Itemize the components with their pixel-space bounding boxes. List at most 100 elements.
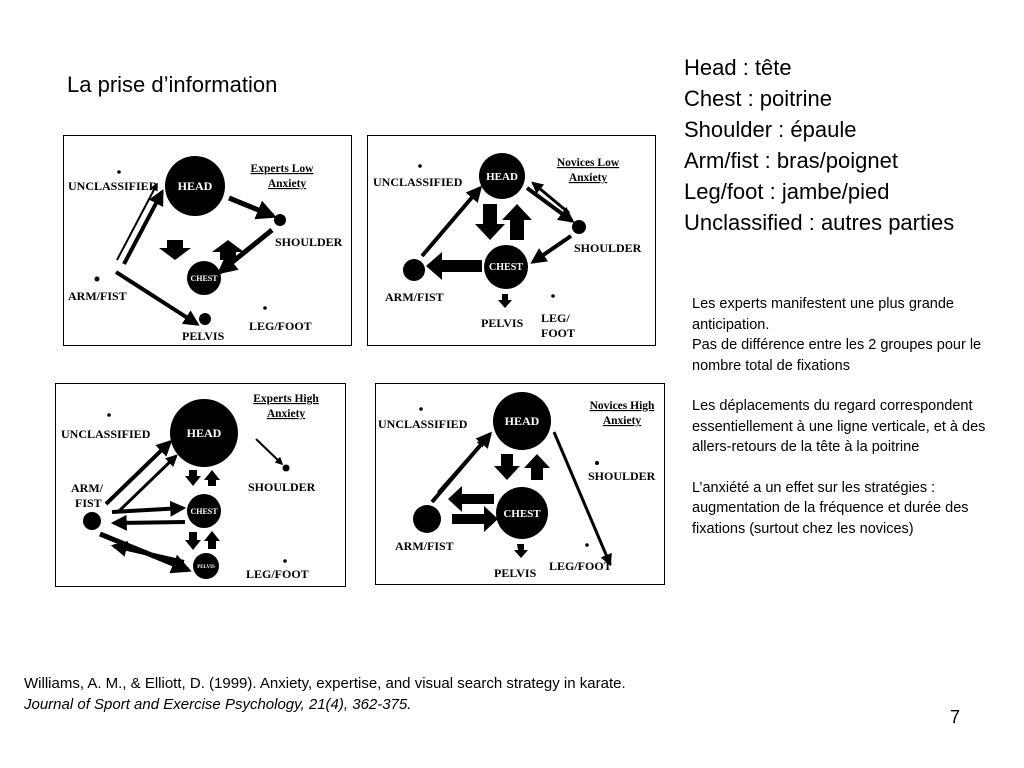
citation-authors: Williams, A. M., & Elliott, D. (1999). A… — [24, 675, 626, 692]
arm-fist-node — [403, 259, 425, 281]
arrow-to-head-1 — [122, 189, 164, 265]
shoulder-node — [282, 464, 290, 472]
leg-foot-dot — [263, 306, 267, 310]
leg-foot-dot — [551, 294, 555, 298]
head-node-label: HEAD — [178, 179, 213, 193]
chest-node — [484, 245, 528, 289]
citation: Williams, A. M., & Elliott, D. (1999). A… — [24, 673, 674, 715]
slide-title: La prise d’information — [67, 72, 278, 97]
diagram-title: Novices High — [590, 400, 655, 412]
arrow-arm-to-head-1 — [104, 439, 173, 506]
legend-item: Shoulder : épaule — [684, 117, 857, 142]
label-arm-fist: ARM/FIST — [395, 539, 454, 553]
diagram-experts-high-anxiety: Experts High Anxiety UNCLASSIFIED HEAD S… — [55, 383, 346, 587]
diagram-novices-low-anxiety: Novices Low Anxiety UNCLASSIFIED HEAD SH… — [367, 135, 656, 346]
label-shoulder: SHOULDER — [588, 469, 656, 483]
label-leg-foot: LEG/ — [541, 311, 570, 325]
diagram-novices-high-anxiety: Novices High Anxiety UNCLASSIFIED HEAD S… — [375, 383, 665, 585]
legend-item: Unclassified : autres parties — [684, 210, 955, 235]
label-shoulder: SHOULDER — [248, 480, 316, 494]
legend-item: Head : tête — [684, 55, 792, 80]
chest-node — [187, 261, 221, 295]
arrow-head-to-chest — [185, 470, 201, 486]
diagram-experts-low-anxiety: Experts Low Anxiety UNCLASSIFIED HEAD SH… — [63, 135, 352, 346]
note-paragraph: Les déplacements du regard correspondent… — [692, 398, 986, 455]
label-leg-foot: FOOT — [541, 326, 575, 340]
arrow-arm-to-head-2 — [437, 438, 486, 493]
chest-node-label: CHEST — [489, 262, 523, 273]
arrow-head-to-chest — [475, 204, 505, 240]
arrow-arm-to-head — [420, 185, 483, 258]
chest-node — [187, 494, 221, 528]
arrow-head-to-chest — [494, 454, 520, 480]
arrow-chest-to-pelvis — [185, 532, 201, 550]
label-pelvis: PELVIS — [494, 566, 537, 580]
arrow-shoulder-to-chest — [216, 228, 274, 275]
note-paragraph: Les experts manifestent une plus grande … — [692, 296, 982, 374]
chest-node — [496, 487, 548, 539]
chest-node-label: CHEST — [503, 508, 541, 520]
arrow-chest-to-arm — [448, 486, 494, 512]
diagram-title: Anxiety — [267, 408, 306, 420]
shoulder-dot — [595, 461, 599, 465]
note-paragraph: L’anxiété a un effet sur les stratégies … — [692, 479, 969, 537]
arrow-pelvis-to-chest — [204, 531, 220, 549]
head-node — [479, 153, 525, 199]
arrow-chest-to-head — [502, 204, 532, 240]
label-arm-fist: ARM/FIST — [68, 289, 127, 303]
arrow-head-to-leg-foot — [552, 431, 612, 567]
unclassified-dot — [107, 413, 111, 417]
label-arm-fist: FIST — [75, 496, 102, 510]
diagram-title: Novices Low — [557, 157, 620, 169]
head-node — [493, 392, 551, 450]
shoulder-node — [274, 214, 286, 226]
arrow-chest-to-arm — [426, 252, 482, 280]
arm-fist-node — [83, 512, 101, 530]
arm-fist-node — [413, 505, 441, 533]
shoulder-node — [572, 220, 586, 234]
label-arm-fist: ARM/FIST — [385, 290, 444, 304]
diagram-title: Anxiety — [603, 415, 642, 427]
legend-item: Leg/foot : jambe/pied — [684, 179, 890, 204]
arrow-head-to-shoulder — [228, 195, 277, 220]
label-unclassified: UNCLASSIFIED — [68, 179, 158, 193]
leg-foot-dot — [283, 559, 287, 563]
chest-node-label: CHEST — [190, 274, 218, 283]
label-pelvis: PELVIS — [182, 329, 225, 343]
arrow-to-pelvis — [114, 270, 200, 326]
arrow-chest-to-pelvis — [514, 544, 528, 558]
label-unclassified: UNCLASSIFIED — [378, 417, 468, 431]
label-shoulder: SHOULDER — [574, 241, 642, 255]
label-pelvis: PELVIS — [481, 316, 524, 330]
arrow-chest-to-head — [524, 454, 550, 480]
head-node — [170, 399, 238, 467]
label-unclassified: UNCLASSIFIED — [373, 175, 463, 189]
diagram-title: Anxiety — [268, 178, 307, 190]
head-node-label: HEAD — [187, 426, 222, 440]
diagram-title: Experts High — [253, 393, 319, 405]
translation-legend: Head : tête Chest : poitrine Shoulder : … — [684, 52, 954, 238]
arrow-chest-to-pelvis — [498, 294, 512, 308]
arrow-head-to-chest — [159, 240, 191, 260]
label-leg-foot: LEG/FOOT — [246, 567, 309, 581]
chest-node-label: CHEST — [190, 507, 218, 516]
arrow-arm-to-chest — [452, 506, 498, 532]
label-shoulder: SHOULDER — [275, 235, 343, 249]
findings-notes: Les experts manifestent une plus grande … — [692, 294, 1010, 559]
head-node-label: HEAD — [486, 171, 518, 183]
arrow-shoulder-to-chest — [530, 234, 573, 264]
diagram-title: Experts Low — [251, 163, 315, 175]
arrow-chest-to-arm — [110, 514, 186, 531]
arrow-arm-to-chest — [111, 500, 187, 517]
arrow-chest-to-head — [204, 470, 220, 486]
arrow-head-to-shoulder — [255, 438, 284, 466]
arrow-arm-to-head-2 — [116, 454, 178, 514]
arrow-shoulder-to-head — [531, 181, 570, 215]
unclassified-dot — [419, 407, 423, 411]
label-unclassified: UNCLASSIFIED — [61, 427, 151, 441]
head-node-label: HEAD — [505, 414, 540, 428]
arm-fist-dot — [94, 276, 100, 282]
legend-item: Arm/fist : bras/poignet — [684, 148, 898, 173]
label-leg-foot: LEG/FOOT — [549, 559, 612, 573]
unclassified-dot — [418, 164, 422, 168]
